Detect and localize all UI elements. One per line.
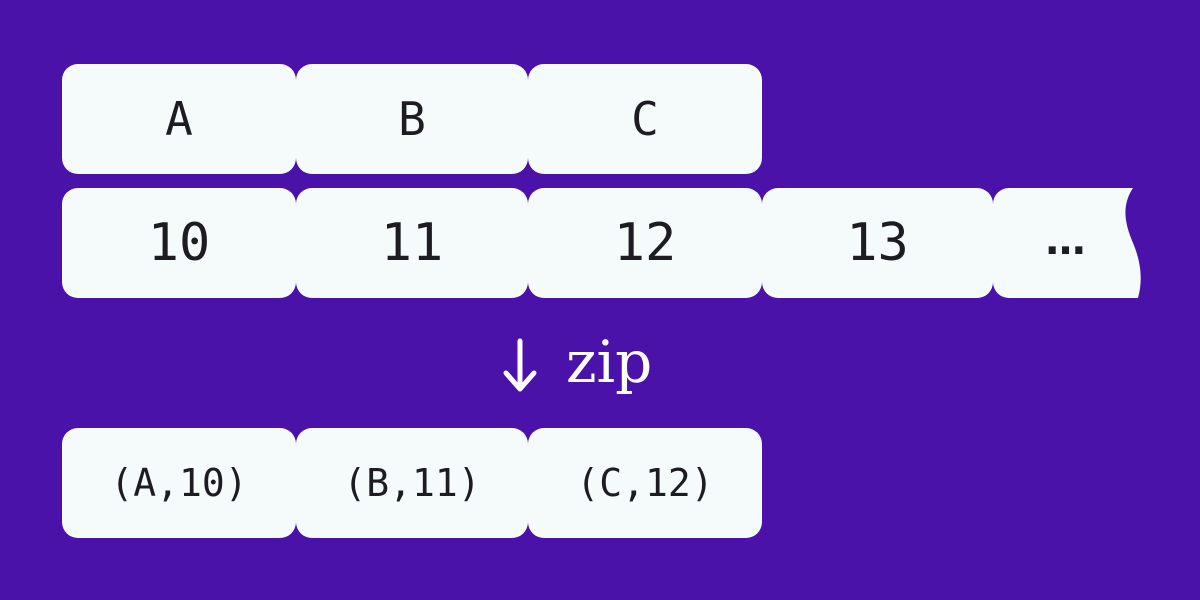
number-cell: 11 [296, 188, 528, 298]
letter-cell: C [528, 64, 762, 174]
letter-cell: A [62, 64, 296, 174]
arrow-down-icon [503, 338, 537, 392]
zip-operation-label: zip [500, 325, 652, 405]
zip-text: zip [566, 328, 653, 396]
number-cell: 10 [62, 188, 296, 298]
letter-cell: B [296, 64, 528, 174]
number-cell: 12 [528, 188, 762, 298]
ellipsis-text: … [1045, 218, 1086, 264]
torn-edge-cell [993, 188, 1141, 298]
pair-cell: (C,12) [528, 428, 762, 538]
number-cell: 13 [762, 188, 993, 298]
pair-cell: (B,11) [296, 428, 528, 538]
pair-cell: (A,10) [62, 428, 296, 538]
